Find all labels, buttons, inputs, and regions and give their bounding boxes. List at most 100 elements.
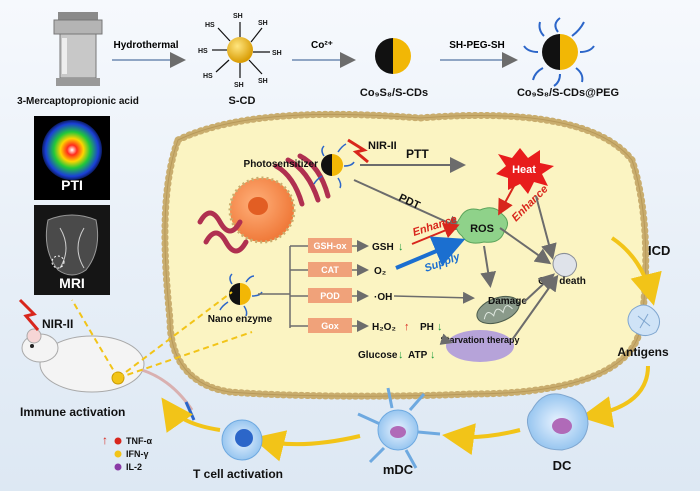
t-cell-label: T cell activation bbox=[193, 467, 283, 481]
mri-label: MRI bbox=[59, 275, 85, 291]
endoplasmic-reticulum-icon bbox=[197, 210, 249, 254]
svg-text:TNF-α: TNF-α bbox=[126, 436, 152, 446]
icd-label: ICD bbox=[648, 243, 670, 258]
starvation-label: Starvation therapy bbox=[440, 335, 519, 345]
h2o2-label: H₂O₂ bbox=[372, 322, 396, 333]
nucleus-icon bbox=[228, 176, 296, 244]
step3-label: SH-PEG-SH bbox=[449, 40, 505, 51]
photosensitizer-label: Photosensitizer bbox=[244, 159, 319, 170]
antigens-icon bbox=[627, 304, 660, 336]
arrow-supply bbox=[395, 236, 466, 270]
svg-text:↑: ↑ bbox=[102, 433, 108, 447]
cell-death-icon bbox=[552, 252, 578, 278]
enzyme-pod: POD bbox=[308, 288, 352, 303]
arrow-pdt bbox=[353, 179, 464, 231]
o2-label: O₂ bbox=[374, 266, 386, 277]
golgi-icon bbox=[273, 153, 331, 207]
mouse-laser-bolt-icon bbox=[18, 298, 40, 331]
svg-text:GSH-ox: GSH-ox bbox=[313, 241, 346, 251]
arrow-starvation-death bbox=[511, 274, 559, 341]
t-cell-icon bbox=[221, 419, 263, 461]
s-cd-label: S-CD bbox=[229, 95, 256, 107]
heat-burst-icon: Heat bbox=[496, 148, 554, 194]
svg-text:SH: SH bbox=[258, 20, 268, 27]
photosensitizer-particle bbox=[313, 143, 355, 189]
step2-label: Co²⁺ bbox=[311, 40, 333, 51]
arrow-tcell-immune bbox=[161, 397, 221, 433]
mri-panel: MRI bbox=[34, 205, 110, 295]
mdc-cell-icon bbox=[357, 387, 441, 469]
nir-ii-label: NIR-II bbox=[368, 140, 397, 152]
s-cd-particle: SH SH SH SH SH HS HS HS bbox=[198, 13, 282, 89]
atp-label: ATP bbox=[408, 350, 428, 361]
arrow-enhance bbox=[411, 223, 460, 245]
svg-text:SH: SH bbox=[234, 82, 244, 89]
svg-text:HS: HS bbox=[205, 22, 215, 29]
peg-label: Co₉S₈/S-CDs@PEG bbox=[517, 87, 619, 99]
svg-text:IL-2: IL-2 bbox=[126, 462, 142, 472]
enzyme-arrows bbox=[352, 240, 369, 332]
ph-label: PH bbox=[420, 322, 434, 333]
arrow-heat-ros bbox=[498, 185, 515, 216]
svg-text:IFN-γ: IFN-γ bbox=[126, 449, 149, 459]
laser-bolt-icon bbox=[347, 138, 369, 164]
arrow-icd bbox=[610, 236, 662, 306]
oh-label: ·OH bbox=[374, 292, 392, 303]
mdc-label: mDC bbox=[383, 462, 414, 477]
dc-cell-icon bbox=[526, 393, 589, 451]
svg-text:HS: HS bbox=[198, 48, 208, 55]
pti-label: PTI bbox=[61, 177, 83, 193]
enzyme-cat: CAT bbox=[308, 262, 352, 277]
enzyme-gox: Gox bbox=[308, 318, 352, 333]
arrow-heat-death bbox=[535, 195, 557, 260]
svg-text:SH: SH bbox=[233, 13, 243, 20]
dc-label: DC bbox=[553, 458, 572, 473]
arrow-dc-mdc bbox=[442, 423, 521, 456]
immune-activation-label: Immune activation bbox=[20, 405, 125, 419]
gsh-label: GSH bbox=[372, 242, 394, 253]
svg-text:Gox: Gox bbox=[321, 321, 339, 331]
svg-text:SH: SH bbox=[272, 50, 282, 57]
enzyme-gsh-ox: GSH-ox bbox=[308, 238, 352, 253]
arrow-ros-damage bbox=[480, 245, 497, 288]
arrow-ros-death bbox=[499, 227, 552, 265]
atp-down-arrow: ↓ bbox=[430, 349, 436, 361]
mouse-nir-label: NIR-II bbox=[42, 317, 73, 331]
svg-text:SH: SH bbox=[258, 78, 268, 85]
glucose-label: Glucose bbox=[358, 350, 398, 361]
autoclave-icon bbox=[53, 12, 103, 86]
ph-down-arrow: ↓ bbox=[437, 321, 443, 333]
svg-text:CAT: CAT bbox=[321, 265, 339, 275]
enzyme-branches bbox=[258, 245, 308, 328]
arrow-to-starvation bbox=[439, 333, 453, 345]
arrow-oh-damage bbox=[393, 291, 475, 304]
co9s8-particle bbox=[375, 38, 411, 74]
svg-text:HS: HS bbox=[203, 73, 213, 80]
cytokine-legend: ↑ TNF-α IFN-γ IL-2 bbox=[102, 433, 152, 472]
pti-panel: PTI bbox=[34, 116, 110, 200]
step1-label: Hydrothermal bbox=[113, 40, 178, 51]
co9s8-label: Co₉S₈/S-CDs bbox=[360, 87, 428, 99]
arrow-antigens-dc bbox=[580, 365, 650, 428]
arrow-mdc-tcell bbox=[252, 430, 361, 462]
glucose-down-arrow: ↓ bbox=[398, 349, 404, 361]
damage-label: Damage bbox=[488, 296, 527, 307]
precursor-label: 3-Mercaptopropionic acid bbox=[17, 96, 139, 107]
ptt-label: PTT bbox=[406, 147, 429, 161]
cell-death-label: Cell death bbox=[538, 276, 586, 287]
ros-blob: ROS bbox=[456, 207, 508, 244]
h2o2-up-arrow: ↑ bbox=[404, 321, 410, 333]
nano-enzyme-label: Nano enzyme bbox=[208, 314, 273, 325]
gsh-down-arrow: ↓ bbox=[398, 241, 404, 253]
antigens-label: Antigens bbox=[617, 345, 669, 359]
mitochondrion-icon bbox=[476, 295, 520, 325]
starvation-therapy-badge: Starvation therapy bbox=[440, 330, 520, 362]
dashed-callout-lines bbox=[71, 291, 253, 379]
nano-enzyme-particle bbox=[219, 273, 263, 317]
heat-label: Heat bbox=[512, 164, 536, 176]
ros-label: ROS bbox=[470, 223, 494, 235]
peg-particle bbox=[523, 17, 595, 87]
svg-text:POD: POD bbox=[320, 291, 340, 301]
